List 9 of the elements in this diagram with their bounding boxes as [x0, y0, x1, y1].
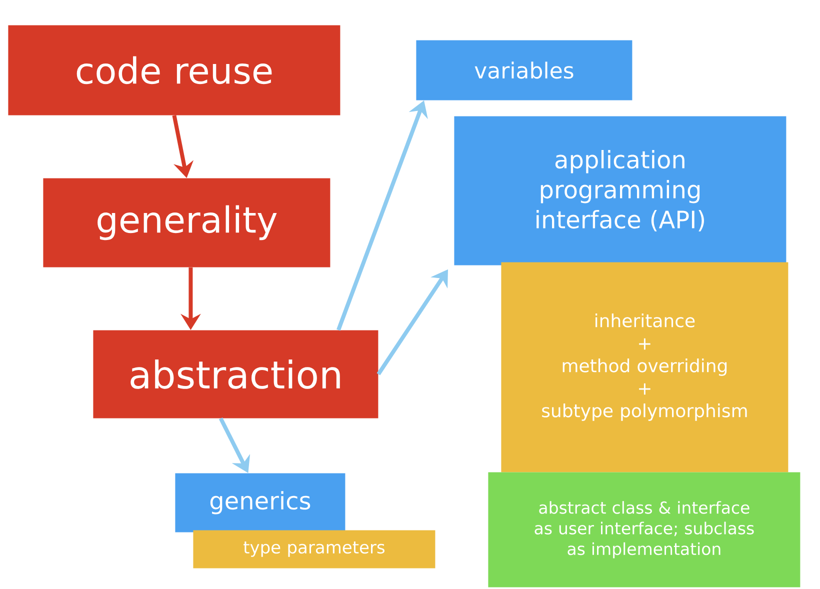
process-box: application programming interface (API) — [454, 116, 786, 266]
process-box: variables — [416, 40, 632, 100]
process-box: generality — [43, 178, 330, 268]
process-box: abstract class & interface as user interface; subclass as implementation — [488, 472, 800, 588]
process-box: abstraction — [93, 330, 378, 418]
process-box: generics — [175, 473, 346, 532]
process-box: type parameters — [193, 530, 436, 568]
process-box: inheritance + method overriding + subtype polymorphism — [501, 262, 788, 472]
process-box: code reuse — [8, 25, 340, 116]
